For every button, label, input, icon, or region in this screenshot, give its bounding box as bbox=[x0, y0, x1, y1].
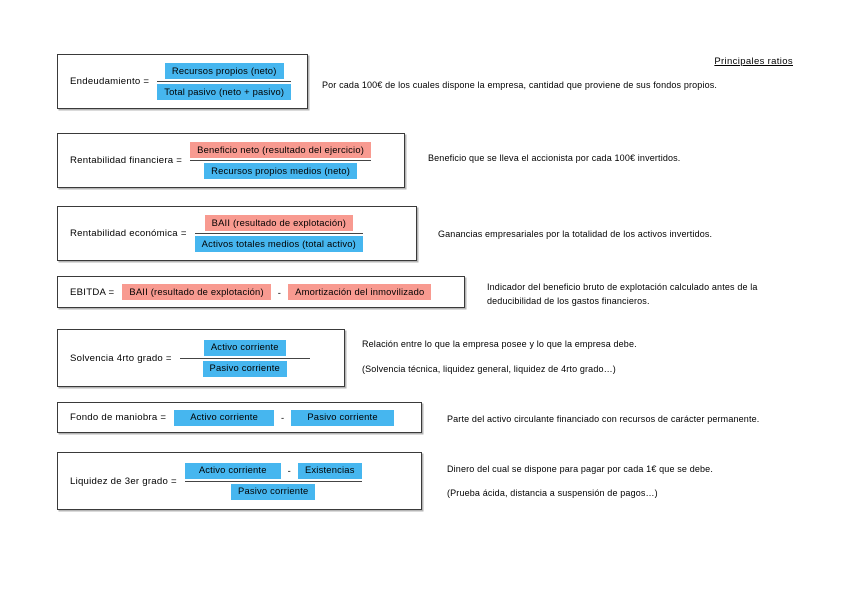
description-endeudamiento: Por cada 100€ de los cuales dispone la e… bbox=[322, 79, 717, 93]
fraction: Activo corriente Pasivo corriente bbox=[179, 339, 310, 377]
description-line: Beneficio que se lleva el accionista por… bbox=[428, 153, 681, 163]
fraction-denominator: Total pasivo (neto + pasivo) bbox=[157, 82, 292, 100]
description-solvencia-4rto-grado: Relación entre lo que la empresa posee y… bbox=[362, 338, 637, 376]
description-fondo-de-maniobra: Parte del activo circulante financiado c… bbox=[447, 413, 759, 427]
fraction-bar bbox=[179, 357, 310, 359]
ratio-label: Endeudamiento = bbox=[70, 76, 150, 87]
ratio-box-rentabilidad-financiera: Rentabilidad financiera = Beneficio neto… bbox=[57, 133, 405, 188]
description-line: Dinero del cual se dispone para pagar po… bbox=[447, 464, 713, 474]
operator-minus: - bbox=[277, 286, 282, 298]
description-liquidez-3er-grado: Dinero del cual se dispone para pagar po… bbox=[447, 463, 713, 500]
term-chip: Activos totales medios (total activo) bbox=[194, 236, 364, 252]
fraction-numerator: Beneficio neto (resultado del ejercicio) bbox=[190, 142, 372, 160]
term-chip: Activo corriente bbox=[184, 462, 281, 479]
fraction-numerator: Activo corriente bbox=[180, 339, 310, 358]
description-rentabilidad-financiera: Beneficio que se lleva el accionista por… bbox=[428, 152, 680, 166]
description-line: Indicador del beneficio bruto de explota… bbox=[487, 282, 758, 292]
description-ebitda: Indicador del beneficio bruto de explota… bbox=[487, 281, 758, 309]
description-line: (Solvencia técnica, liquidez general, li… bbox=[362, 363, 616, 374]
ratio-box-endeudamiento: Endeudamiento = Recursos propios (neto) … bbox=[57, 54, 308, 109]
term-chip: Activo corriente bbox=[203, 339, 286, 356]
description-line: Por cada 100€ de los cuales dispone la e… bbox=[322, 80, 718, 90]
formula-ebitda: EBITDA = BAII (resultado de explotación)… bbox=[58, 284, 432, 300]
fraction-numerator: Activo corriente - Existencias bbox=[184, 462, 362, 481]
fraction-denominator: Activos totales medios (total activo) bbox=[194, 234, 364, 252]
ratio-label: Solvencia 4rto grado = bbox=[70, 352, 172, 364]
operator-minus: - bbox=[281, 412, 285, 423]
fraction-bar bbox=[194, 233, 364, 234]
term-chip: BAII (resultado de explotación) bbox=[122, 284, 271, 300]
expression: BAII (resultado de explotación) - Amorti… bbox=[122, 284, 432, 300]
fraction-denominator: Pasivo corriente bbox=[185, 482, 362, 500]
ratio-label: Liquidez de 3er grado = bbox=[70, 475, 177, 487]
ratio-label: Rentabilidad financiera = bbox=[70, 155, 183, 166]
fraction: Beneficio neto (resultado del ejercicio)… bbox=[190, 142, 372, 179]
ratio-label: Rentabilidad económica = bbox=[70, 228, 187, 239]
term-chip: Pasivo corriente bbox=[291, 409, 394, 426]
term-chip: Recursos propios medios (neto) bbox=[204, 163, 358, 179]
formula-rentabilidad-economica: Rentabilidad económica = BAII (resultado… bbox=[58, 215, 364, 252]
page-title: Principales ratios bbox=[714, 56, 793, 67]
description-line: (Prueba ácida, distancia a suspensión de… bbox=[447, 487, 658, 498]
ratio-box-fondo-de-maniobra: Fondo de maniobra = Activo corriente - P… bbox=[57, 402, 422, 433]
ratio-box-ebitda: EBITDA = BAII (resultado de explotación)… bbox=[57, 276, 465, 308]
description-line: Ganancias empresariales por la totalidad… bbox=[438, 229, 713, 239]
formula-endeudamiento: Endeudamiento = Recursos propios (neto) … bbox=[58, 63, 292, 100]
description-rentabilidad-economica: Ganancias empresariales por la totalidad… bbox=[438, 228, 712, 242]
ratio-label: EBITDA = bbox=[70, 286, 115, 298]
ratio-box-solvencia-4rto-grado: Solvencia 4rto grado = Activo corriente … bbox=[57, 329, 345, 387]
term-chip: Existencias bbox=[297, 462, 362, 479]
fraction: BAII (resultado de explotación) Activos … bbox=[194, 215, 364, 252]
fraction-bar bbox=[157, 81, 292, 82]
term-chip: Activo corriente bbox=[174, 409, 275, 426]
ratio-box-rentabilidad-economica: Rentabilidad económica = BAII (resultado… bbox=[57, 206, 417, 261]
term-chip: Recursos propios (neto) bbox=[164, 63, 284, 79]
operator-minus: - bbox=[287, 465, 291, 476]
description-line: Relación entre lo que la empresa posee y… bbox=[362, 339, 637, 349]
description-line: deducibilidad de los gastos financieros. bbox=[487, 296, 650, 306]
fraction-bar bbox=[190, 160, 372, 161]
description-line: Parte del activo circulante financiado c… bbox=[447, 414, 760, 424]
expression: Activo corriente - Pasivo corriente bbox=[174, 409, 394, 426]
ratio-label: Fondo de maniobra = bbox=[70, 412, 167, 423]
term-chip: Total pasivo (neto + pasivo) bbox=[157, 84, 292, 100]
fraction-bar bbox=[184, 480, 362, 482]
fraction-numerator: Recursos propios (neto) bbox=[157, 63, 291, 81]
term-chip: BAII (resultado de explotación) bbox=[204, 215, 354, 231]
formula-liquidez-3er-grado: Liquidez de 3er grado = Activo corriente… bbox=[58, 462, 362, 500]
term-chip: Amortización del inmovilizado bbox=[288, 284, 432, 300]
term-chip: Pasivo corriente bbox=[231, 483, 316, 500]
term-chip: Beneficio neto (resultado del ejercicio) bbox=[190, 142, 372, 158]
ratio-box-liquidez-3er-grado: Liquidez de 3er grado = Activo corriente… bbox=[57, 452, 422, 510]
fraction: Activo corriente - Existencias Pasivo co… bbox=[184, 462, 362, 500]
formula-rentabilidad-financiera: Rentabilidad financiera = Beneficio neto… bbox=[58, 142, 372, 179]
fraction-numerator: BAII (resultado de explotación) bbox=[195, 215, 363, 233]
term-chip: Pasivo corriente bbox=[202, 360, 287, 377]
fraction-denominator: Recursos propios medios (neto) bbox=[190, 161, 371, 179]
fraction: Recursos propios (neto) Total pasivo (ne… bbox=[157, 63, 292, 100]
fraction-denominator: Pasivo corriente bbox=[180, 359, 310, 377]
formula-fondo-de-maniobra: Fondo de maniobra = Activo corriente - P… bbox=[58, 409, 394, 426]
formula-solvencia: Solvencia 4rto grado = Activo corriente … bbox=[58, 339, 310, 377]
